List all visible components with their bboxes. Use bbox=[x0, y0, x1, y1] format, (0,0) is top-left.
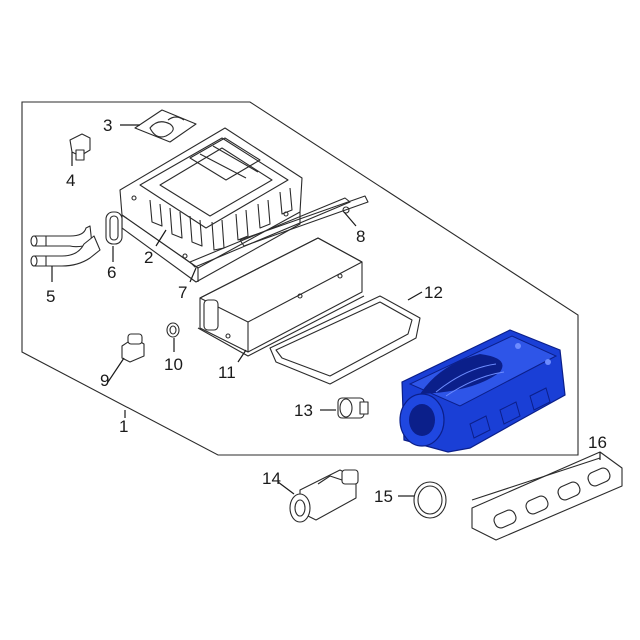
outlet-housing[interactable] bbox=[289, 469, 359, 523]
callout-8: 8 bbox=[356, 227, 365, 246]
callout-2: 2 bbox=[144, 248, 153, 267]
port-gasket[interactable] bbox=[471, 451, 623, 541]
o-ring-large[interactable] bbox=[413, 481, 447, 519]
callout-1: 1 bbox=[119, 417, 128, 436]
seal-ring[interactable] bbox=[105, 211, 123, 245]
callout-9: 9 bbox=[100, 371, 109, 390]
callout-10: 10 bbox=[164, 355, 183, 374]
housing-gasket-lower[interactable] bbox=[189, 197, 351, 268]
callout-5: 5 bbox=[46, 287, 55, 306]
supercharger-housing[interactable] bbox=[119, 127, 303, 283]
sensor-clip[interactable] bbox=[69, 133, 91, 161]
callout-11: 11 bbox=[218, 363, 236, 382]
callout-14: 14 bbox=[262, 469, 281, 488]
lower-intake-manifold[interactable] bbox=[399, 329, 566, 453]
leader-lines bbox=[51, 124, 601, 497]
gasket-bracket bbox=[471, 457, 601, 501]
callout-13: 13 bbox=[294, 401, 313, 420]
callout-16: 16 bbox=[588, 433, 607, 452]
fitting[interactable] bbox=[121, 333, 145, 363]
intercooler[interactable] bbox=[197, 237, 365, 357]
coolant-hoses[interactable] bbox=[30, 225, 101, 267]
callout-7: 7 bbox=[178, 283, 187, 302]
callout-3: 3 bbox=[103, 116, 112, 135]
housing-gasket-upper[interactable] bbox=[239, 195, 369, 247]
assembly-frame bbox=[21, 101, 579, 456]
o-ring-small[interactable] bbox=[166, 322, 180, 338]
throttle-gasket[interactable] bbox=[134, 109, 197, 143]
callout-6: 6 bbox=[107, 263, 116, 282]
callout-12: 12 bbox=[424, 283, 443, 302]
intercooler-gasket[interactable] bbox=[269, 295, 421, 385]
map-sensor[interactable] bbox=[337, 397, 369, 419]
callout-4: 4 bbox=[66, 171, 75, 190]
callout-15: 15 bbox=[374, 487, 393, 506]
